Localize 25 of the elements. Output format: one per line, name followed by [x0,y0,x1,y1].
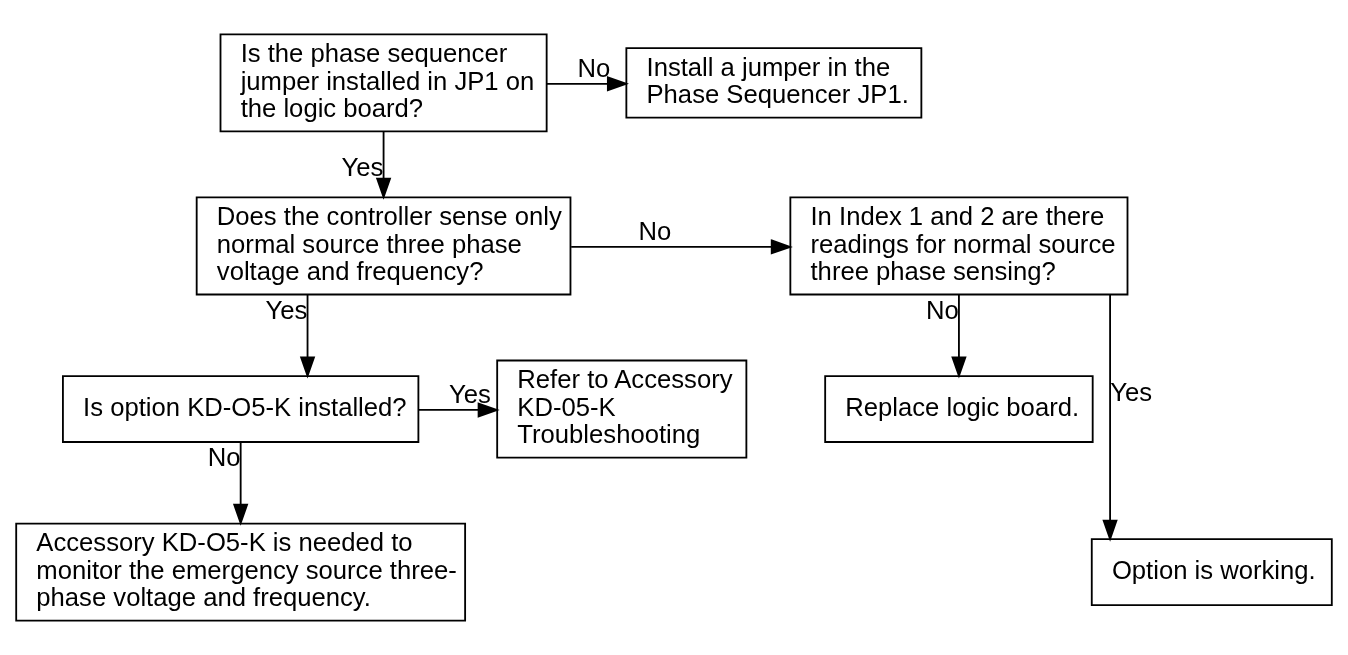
arrow [570,239,793,255]
node-box: In Index 1 and 2 are there readings for normal source three phase sensing? [789,196,1129,296]
edge-label: No [926,296,959,325]
edge-label: Yes [341,152,384,181]
node-box: Does the controller sense only normal source three phase voltage and frequency? [195,196,572,296]
edge-label: Yes [265,296,308,325]
arrow [375,130,392,200]
arrow [951,293,967,379]
arrow [1102,293,1118,542]
node-box: Accessory KD-O5-K is needed to monitor the emergency source three-phase voltage and frequency. [15,522,467,622]
edge-label: Yes [1110,377,1153,406]
arrow [545,76,629,92]
node-box: Replace logic board. [824,375,1094,443]
arrow [299,293,316,379]
node-box: Refer to Accessory KD-05-K Troubleshooting [496,359,748,459]
edge-label: No [638,216,672,245]
edge-label: No [207,443,241,472]
node-box: Install a jumper in the Phase Sequencer JP1. [625,47,923,119]
edge-label: Yes [448,379,491,408]
node-box: Option is working. [1090,538,1333,606]
edge-label: No [577,53,611,82]
arrow [418,402,500,418]
node-box: Is the phase sequencer jumper installed in JP1 on the logic board? [219,33,548,133]
node-box: Is option KD-O5-K installed? [62,375,420,443]
arrow [232,441,249,526]
